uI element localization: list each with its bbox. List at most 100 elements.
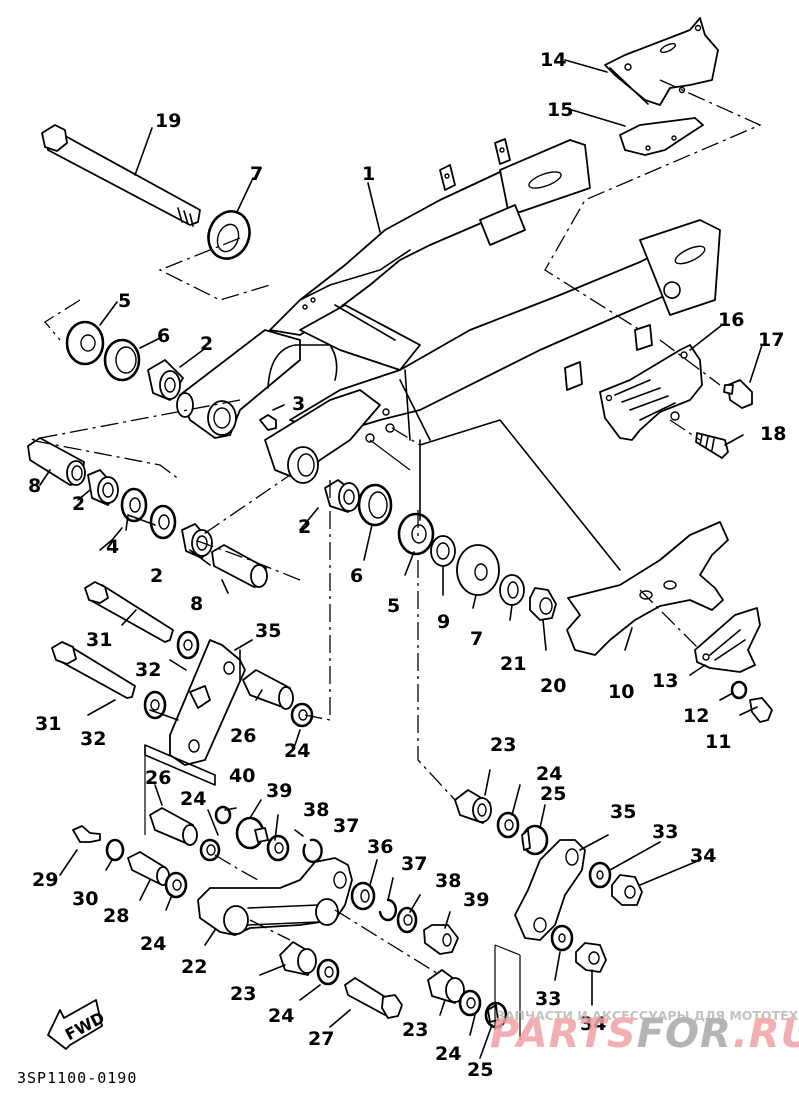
washer[interactable] [550,861,612,952]
oil-seal[interactable] [120,487,177,540]
leader-lines [39,59,763,1059]
bearing[interactable] [350,881,376,911]
bolt[interactable] [723,379,753,409]
callout-40: 40 [229,765,255,787]
thrust-cover[interactable] [397,512,435,556]
connecting-rod[interactable] [169,639,246,766]
pivot-shaft[interactable] [41,124,201,227]
callout-38: 38 [435,870,461,892]
watermark-brand-parts: PARTS [490,1011,637,1057]
callout-39: 39 [463,889,489,911]
swing-arm[interactable] [176,138,721,484]
washer[interactable] [730,680,748,700]
callout-10: 10 [608,681,634,703]
callout-23: 23 [402,1019,428,1041]
collar[interactable] [127,851,170,886]
thrust-cover[interactable] [65,320,105,366]
nut[interactable] [575,874,643,973]
callout-24: 24 [284,740,310,762]
callout-4: 4 [106,536,119,558]
bushing[interactable] [324,479,360,513]
collar[interactable] [242,669,294,710]
bushing[interactable] [279,941,317,976]
callout-39: 39 [266,780,292,802]
callout-28: 28 [103,905,129,927]
callout-17: 17 [758,329,784,351]
callout-9: 9 [437,611,450,633]
oil-seal[interactable] [103,338,141,382]
bolt[interactable] [749,697,773,723]
grease-nipple[interactable] [214,805,232,825]
oil-seal[interactable] [357,483,393,527]
callout-35: 35 [610,801,636,823]
callout-31: 31 [35,713,61,735]
washer[interactable] [202,206,256,265]
callout-27: 27 [308,1028,334,1050]
callout-33: 33 [535,988,561,1010]
callout-8: 8 [28,475,41,497]
oil-seal[interactable] [266,834,290,862]
collar[interactable] [521,824,549,856]
relay-arm[interactable] [197,857,353,936]
washer[interactable] [499,574,525,606]
washer[interactable] [143,630,200,720]
callout-24: 24 [140,933,166,955]
screw[interactable] [695,432,729,459]
callout-6: 6 [350,565,363,587]
nut[interactable] [529,587,557,621]
callout-26: 26 [145,767,171,789]
callout-23: 23 [490,734,516,756]
bushing[interactable] [454,789,492,824]
oil-seal[interactable] [458,989,482,1017]
callout-11: 11 [705,731,731,753]
drawing-code: 3SP1100-0190 [17,1069,137,1087]
tensioner-plate[interactable] [619,117,704,156]
callout-31: 31 [86,629,112,651]
alignment-lines [29,79,762,1040]
callout-5: 5 [118,290,131,312]
collar[interactable] [235,816,269,850]
arrow-icon [47,999,103,1050]
collar[interactable] [423,924,459,955]
callout-25: 25 [467,1059,493,1081]
callout-24: 24 [435,1043,461,1065]
connecting-rod[interactable] [514,839,586,941]
oil-seal[interactable] [496,811,520,839]
washer[interactable] [105,838,125,862]
callout-22: 22 [181,956,207,978]
callout-16: 16 [718,309,744,331]
grease-nipple[interactable] [72,825,101,843]
collar[interactable] [149,807,198,846]
grease-nipple[interactable] [259,414,277,431]
guide-plate[interactable] [694,607,761,673]
forward-direction-indicator: FWD [47,999,108,1050]
bushing[interactable] [147,359,184,401]
bolt[interactable] [344,977,403,1019]
callout-2: 2 [150,565,163,587]
chain-tensioner-holder[interactable] [604,17,719,106]
oil-seal[interactable] [199,838,221,862]
oil-seal[interactable] [316,958,340,986]
chain-case[interactable] [599,344,703,441]
callout-37: 37 [333,815,359,837]
washer[interactable] [456,544,500,596]
chain-guard[interactable] [566,521,729,656]
oil-seal[interactable] [164,871,188,899]
callout-19: 19 [155,110,181,132]
circlip[interactable] [302,838,323,863]
bolt[interactable] [51,641,136,699]
plate-washer[interactable] [430,535,456,567]
bolt[interactable] [84,581,174,643]
callout-24: 24 [180,788,206,810]
bushing[interactable] [427,969,465,1004]
callout-5: 5 [387,595,400,617]
callout-34: 34 [690,845,716,867]
collar[interactable] [211,544,268,588]
circlip[interactable] [378,898,398,922]
bushing[interactable] [87,469,119,506]
callout-37: 37 [401,853,427,875]
watermark-brand-for: FOR [637,1011,733,1057]
oil-seal[interactable] [396,906,418,934]
oil-seal[interactable] [290,702,314,728]
